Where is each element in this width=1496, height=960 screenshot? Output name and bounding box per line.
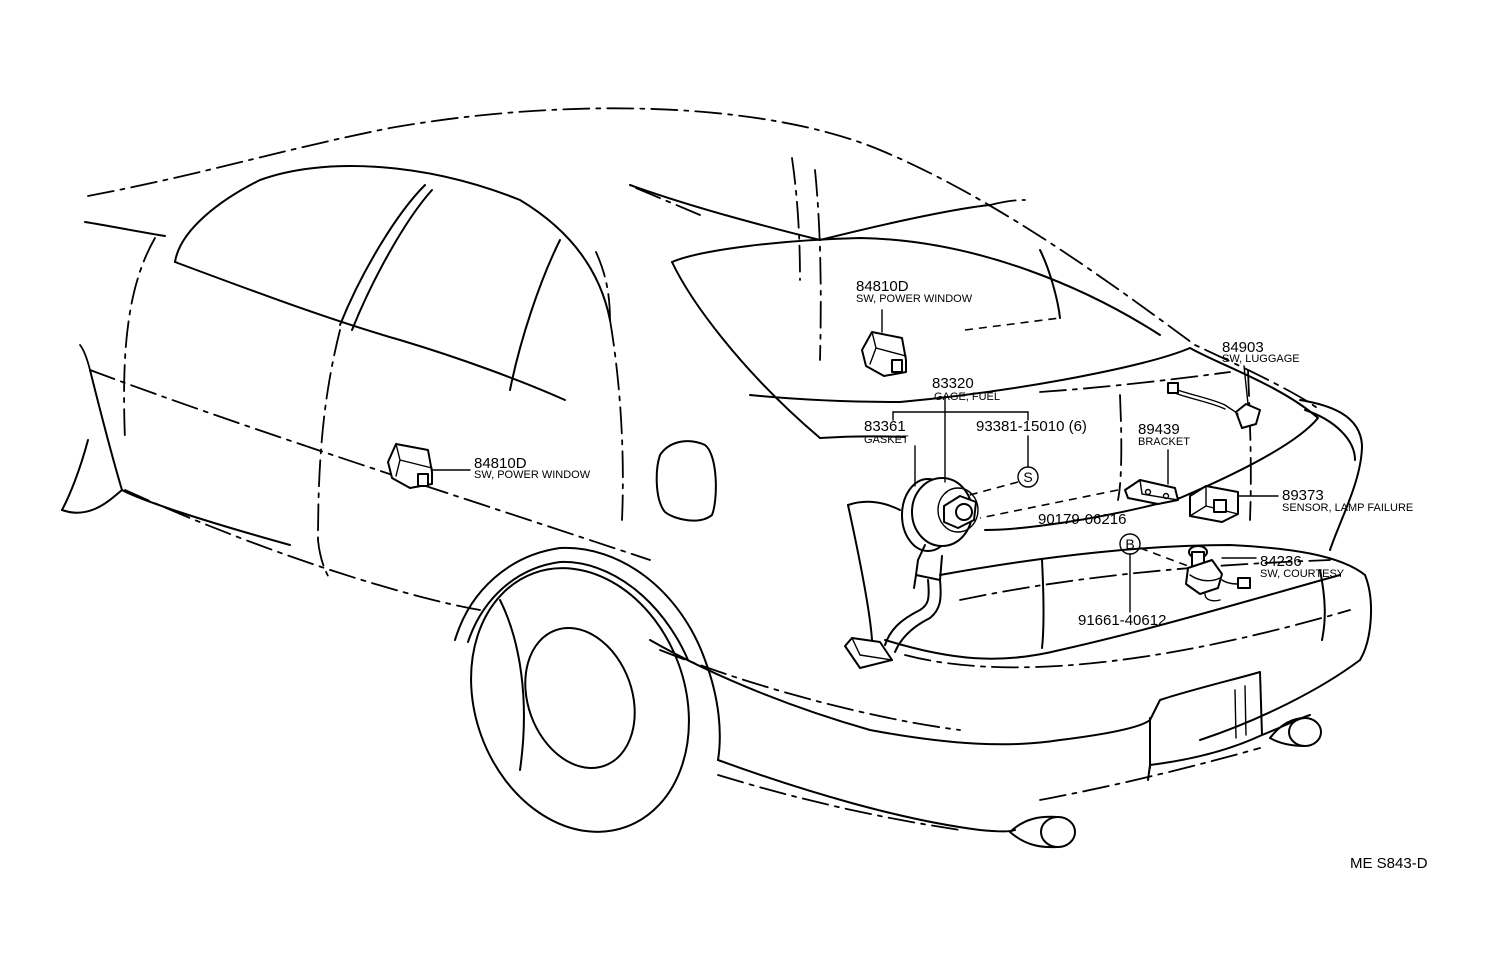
marker-s: S (1017, 466, 1039, 488)
bracket-number: 89439 (1138, 421, 1180, 438)
courtesy-switch-name: SW, COURTESY (1260, 568, 1345, 580)
bolt-number: 91661-40612 (1078, 612, 1166, 629)
luggage-switch-name: SW, LUGGAGE (1222, 353, 1300, 365)
marker-s-label: S (1023, 469, 1032, 485)
lamp-failure-sensor-name: SENSOR, LAMP FAILURE (1282, 502, 1413, 514)
fuel-gage-name: GAGE, FUEL (934, 391, 1000, 403)
courtesy-switch-icon (1185, 545, 1251, 602)
power-window-switch-rear-number: 84810D (474, 455, 527, 472)
luggage-switch-icon (1167, 382, 1261, 429)
power-window-switch-rear-icon (387, 443, 433, 489)
diagram-code: ME S843-D (1350, 855, 1428, 872)
gasket-number: 83361 (864, 418, 906, 435)
marker-b-label: B (1125, 536, 1134, 552)
fuel-gage-icon (844, 477, 979, 669)
gasket-name: GASKET (864, 434, 909, 446)
car-body-outline (61, 107, 1373, 849)
lamp-failure-sensor-icon (1189, 485, 1239, 523)
screw-number: 93381-15010 (6) (976, 418, 1087, 435)
courtesy-switch-number: 84236 (1260, 553, 1302, 570)
power-window-switch-front-name: SW, POWER WINDOW (856, 293, 973, 305)
clip-number: 90179-06216 (1038, 511, 1126, 528)
marker-b: B (1119, 533, 1141, 555)
power-window-switch-rear-name: SW, POWER WINDOW (474, 469, 591, 481)
fuel-gage-number: 83320 (932, 375, 974, 392)
leader-lines (431, 309, 1279, 613)
power-window-switch-front-number: 84810D (856, 278, 909, 295)
power-window-switch-front-icon (861, 331, 907, 377)
luggage-switch-number: 84903 (1222, 339, 1264, 356)
bracket-name: BRACKET (1138, 436, 1190, 448)
lamp-failure-sensor-number: 89373 (1282, 487, 1324, 504)
bracket-icon (1124, 479, 1179, 505)
